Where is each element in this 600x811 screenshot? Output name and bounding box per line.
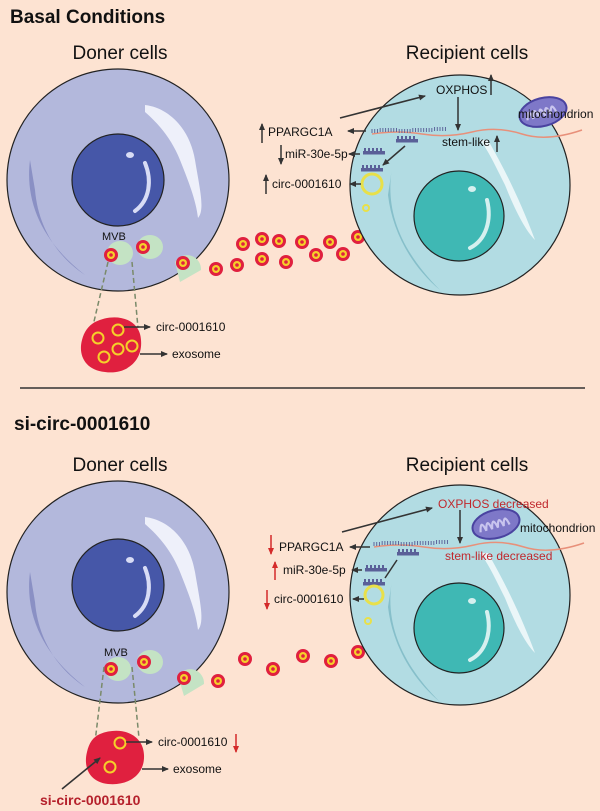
- circ-rna: [97, 350, 111, 364]
- exosome-particle: [236, 237, 250, 251]
- gene-label: miR-30e-5p: [283, 563, 346, 577]
- recipient-membrane-highlight: [480, 553, 535, 653]
- circ-rna: [113, 736, 127, 750]
- exosome-particle: [255, 232, 269, 246]
- stem-like-label: stem-like: [442, 135, 490, 149]
- zoom-guide-line: [131, 261, 139, 329]
- exosome-particle: [238, 652, 252, 666]
- exosome-particle: [309, 248, 323, 262]
- gene-label: circ-0001610: [272, 177, 342, 191]
- nucleus-highlight: [468, 610, 491, 662]
- circ-rna: [111, 342, 125, 356]
- exosome-particle: [137, 655, 151, 669]
- mvb-label: MVB: [104, 647, 128, 659]
- circ-rna-ring: [363, 584, 385, 606]
- exosome-detail: circ-0001610 exosome si-circ-0001610: [40, 666, 239, 808]
- exosome-particle: [255, 252, 269, 266]
- nucleus-glint: [468, 186, 476, 192]
- gene-label: PPARGC1A: [279, 540, 343, 554]
- exosome-particle: [336, 247, 350, 261]
- stem-like-label: stem-like decreased: [445, 549, 552, 563]
- panel-title: si-circ-0001610: [14, 414, 150, 435]
- exosome-particle: [136, 240, 150, 254]
- si-label: si-circ-0001610: [40, 792, 141, 808]
- mvb-label: MVB: [102, 231, 126, 243]
- nucleus-highlight: [468, 198, 491, 250]
- nucleus-highlight: [133, 566, 151, 618]
- si-pointer-arrow: [61, 757, 101, 790]
- exosome-particle: [266, 662, 280, 676]
- gene-label: miR-30e-5p: [285, 147, 348, 161]
- gene-label: PPARGC1A: [268, 125, 332, 139]
- donor-cell: MVB: [6, 68, 230, 292]
- donor-cells-label: Doner cells: [72, 43, 167, 64]
- exosome-particle: [295, 235, 309, 249]
- circ-label: circ-0001610: [156, 320, 226, 334]
- circ-rna: [111, 323, 125, 337]
- exosome-label: exosome: [173, 762, 222, 776]
- circ-rna-small: [362, 204, 370, 212]
- recipient-cells-label: Recipient cells: [406, 455, 529, 476]
- exosome-particle: [177, 671, 191, 685]
- nucleus-highlight: [133, 161, 151, 213]
- panel-title: Basal Conditions: [10, 7, 165, 28]
- circ-rna: [91, 331, 105, 345]
- recipient-membrane-highlight: [480, 140, 535, 240]
- oxphos-label: OXPHOS: [436, 83, 487, 97]
- circ-label: circ-0001610: [158, 735, 228, 749]
- exosome-particle: [104, 662, 118, 676]
- exosome-detail: circ-0001610 exosome: [80, 261, 226, 373]
- nucleus-glint: [126, 152, 134, 158]
- exosome-large: [85, 730, 145, 785]
- recipient-cell: mitochondrion OXPHOS decreased stem-like…: [341, 484, 595, 706]
- circ-rna: [103, 760, 117, 774]
- circ-rna-small: [364, 617, 372, 625]
- donor-membrane-highlight: [145, 105, 202, 218]
- mitochondrion-label: mitochondrion: [520, 521, 595, 535]
- ppargc1a-to-oxphos-arrow: [341, 506, 433, 533]
- circ-rna: [125, 339, 139, 353]
- exosome-particle: [272, 234, 286, 248]
- exosome-particle: [230, 258, 244, 272]
- donor-membrane-fold: [29, 572, 85, 687]
- exosome-particle: [209, 262, 223, 276]
- mirna-to-circ-arrow: [382, 145, 406, 166]
- donor-membrane-fold: [29, 160, 85, 275]
- zoom-guide-line: [94, 666, 105, 743]
- gene-regulation-list: PPARGC1A miR-30e-5p circ-0001610: [264, 535, 370, 610]
- exosome-particle: [324, 654, 338, 668]
- nucleus-glint: [126, 557, 134, 563]
- donor-cell: MVB: [6, 480, 230, 704]
- circ-rna-ring: [360, 172, 384, 196]
- zoom-guide-line: [131, 666, 140, 739]
- panel-basal-conditions: Basal Conditions Doner cells Recipient c…: [6, 7, 593, 373]
- nucleus-glint: [468, 598, 476, 604]
- exosome-particle: [296, 649, 310, 663]
- zoom-guide-line: [91, 261, 109, 331]
- mitochondrion-label: mitochondrion: [518, 107, 593, 121]
- exosome-particle: [279, 255, 293, 269]
- exosome-particle: [176, 256, 190, 270]
- donor-membrane-highlight: [145, 517, 202, 630]
- ppargc1a-to-oxphos-arrow: [339, 94, 426, 119]
- donor-cells-label: Doner cells: [72, 455, 167, 476]
- exosome-particle: [104, 248, 118, 262]
- oxphos-label: OXPHOS decreased: [438, 497, 549, 511]
- panel-si-circ: si-circ-0001610 Doner cells Recipient ce…: [6, 414, 595, 808]
- recipient-cells-label: Recipient cells: [406, 43, 529, 64]
- released-exosomes: [211, 645, 365, 688]
- exosome-label: exosome: [172, 347, 221, 361]
- recipient-cell: mitochondrion OXPHOS stem-like: [339, 74, 593, 296]
- gene-regulation-list: PPARGC1A miR-30e-5p circ-0001610: [259, 123, 366, 194]
- released-exosomes: [209, 230, 365, 276]
- gene-label: circ-0001610: [274, 592, 344, 606]
- mirna-to-circ-line: [384, 559, 398, 579]
- exosome-particle: [323, 235, 337, 249]
- exosome-particle: [211, 674, 225, 688]
- exosome-large: [80, 317, 142, 373]
